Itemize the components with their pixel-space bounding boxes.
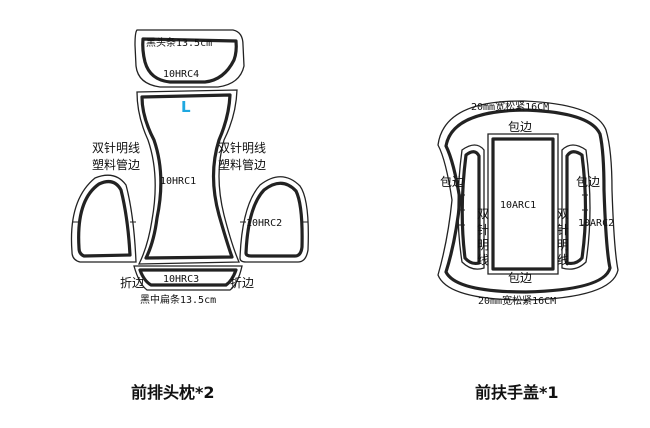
stitch-right-3: 明 <box>557 238 569 252</box>
side-marker: L <box>181 98 191 116</box>
armrest-center-code: 10ARC1 <box>500 200 536 211</box>
right-note-line2: 塑料管边 <box>218 157 266 172</box>
top-strip-note: 黑头条13.5cm <box>146 36 212 49</box>
stitch-left-1: 双 <box>477 207 489 221</box>
wrap-right-label: 包边 <box>576 175 600 189</box>
right-note-line1: 双针明线 <box>218 140 266 155</box>
armrest-elastic-band <box>444 108 612 294</box>
armrest-center-piece: 10ARC1 <box>487 133 559 275</box>
armrest-left-band <box>457 144 485 270</box>
headrest-pattern: 黑头条13.5cm 10HRC4 L 10HRC1 10HRC2 <box>70 29 309 402</box>
headrest-center-piece: L 10HRC1 <box>136 89 240 265</box>
stitch-left-4: 线 <box>477 253 489 267</box>
stitch-right-4: 线 <box>557 253 569 267</box>
armrest-pattern: 10ARC1 20mm宽松紧16CM 包边 包边 包边 10ARC2 双 针 明… <box>437 100 619 402</box>
stitch-left-3: 明 <box>477 238 489 252</box>
stitch-left-2: 针 <box>477 222 489 237</box>
armrest-caption: 前扶手盖*1 <box>475 383 559 402</box>
left-note-line2: 塑料管边 <box>92 157 140 172</box>
headrest-left-piece <box>70 174 137 263</box>
center-piece-code: 10HRC1 <box>160 176 196 187</box>
top-piece-code: 10HRC4 <box>163 69 199 80</box>
headrest-bottom-piece: 10HRC3 <box>133 265 243 291</box>
headrest-caption: 前排头枕*2 <box>131 383 215 402</box>
wrap-left-label: 包边 <box>440 175 464 189</box>
bottom-strip-note: 黑中扁条13.5cm <box>140 293 216 306</box>
stitch-right-1: 双 <box>557 207 569 221</box>
wrap-bottom-label: 包边 <box>508 271 532 285</box>
armrest-right-code: 10ARC2 <box>578 218 614 229</box>
left-note-line1: 双针明线 <box>92 140 140 155</box>
headrest-top-piece: 黑头条13.5cm 10HRC4 <box>134 29 245 88</box>
bottom-elastic-note: 20mm宽松紧16CM <box>478 294 556 307</box>
armrest-right-band <box>561 144 591 270</box>
headrest-right-piece: 10HRC2 <box>239 176 309 263</box>
fold-right-label: 折边 <box>230 275 254 290</box>
top-elastic-note: 20mm宽松紧16CM <box>471 100 549 113</box>
stitch-right-2: 针 <box>557 222 569 237</box>
fold-left-label: 折边 <box>120 275 144 290</box>
right-piece-code: 10HRC2 <box>246 218 282 229</box>
armrest-outer-ring <box>437 100 619 301</box>
bottom-piece-code: 10HRC3 <box>163 274 199 285</box>
wrap-top-label: 包边 <box>508 120 532 134</box>
